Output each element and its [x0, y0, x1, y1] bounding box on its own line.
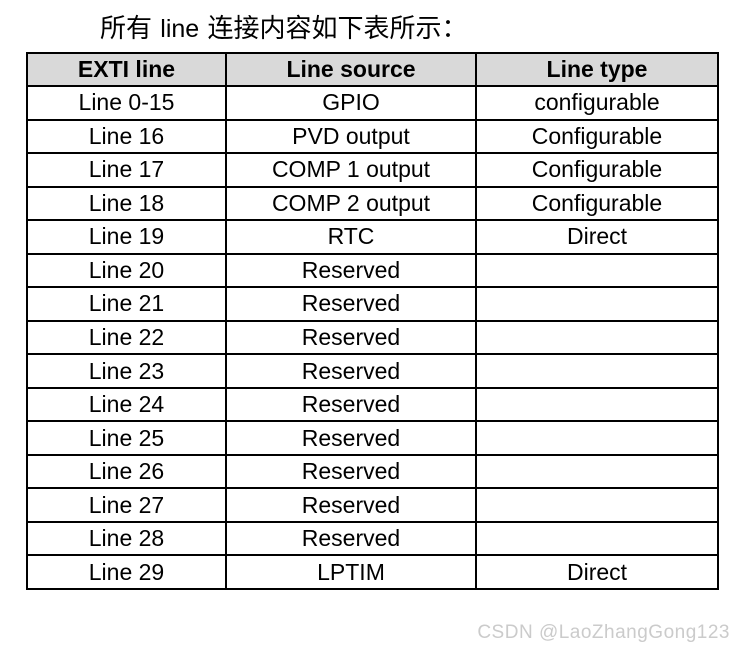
cell-line-type	[475, 453, 719, 490]
header-line-source: Line source	[225, 52, 477, 87]
cell-exti-line: Line 21	[26, 286, 227, 322]
cell-exti-line: Line 16	[26, 118, 227, 155]
cell-line-source: Reserved	[225, 319, 477, 356]
cell-line-type: configurable	[475, 85, 719, 121]
cell-line-source: Reserved	[225, 420, 477, 456]
cell-exti-line: Line 25	[26, 420, 227, 456]
cell-line-source: RTC	[225, 219, 477, 255]
cell-line-source: COMP 1 output	[225, 152, 477, 188]
cell-exti-line: Line 18	[26, 185, 227, 222]
cell-line-type: Direct	[475, 554, 719, 590]
header-line-type: Line type	[475, 52, 719, 87]
cell-line-source: Reserved	[225, 487, 477, 523]
cell-line-type	[475, 353, 719, 389]
cell-line-source: Reserved	[225, 286, 477, 322]
cell-line-type	[475, 520, 719, 557]
cell-exti-line: Line 26	[26, 453, 227, 490]
csdn-watermark: CSDN @LaoZhangGong123	[477, 622, 730, 643]
title-text-en: line	[160, 15, 200, 43]
page-title: 所有 line 连接内容如下表所示：	[100, 8, 467, 45]
cell-line-source: GPIO	[225, 85, 477, 121]
cell-exti-line: Line 29	[26, 554, 227, 590]
cell-exti-line: Line 17	[26, 152, 227, 188]
cell-exti-line: Line 24	[26, 386, 227, 423]
cell-line-source: Reserved	[225, 520, 477, 557]
cell-exti-line: Line 28	[26, 520, 227, 557]
cell-line-source: Reserved	[225, 353, 477, 389]
cell-line-type	[475, 420, 719, 456]
cell-line-type	[475, 286, 719, 322]
cell-exti-line: Line 0-15	[26, 85, 227, 121]
cell-line-source: Reserved	[225, 252, 477, 289]
title-text-cn-suffix: 连接内容如下表所示：	[199, 14, 468, 44]
cell-line-source: Reserved	[225, 386, 477, 423]
cell-exti-line: Line 20	[26, 252, 227, 289]
title-text-cn-prefix: 所有	[100, 14, 161, 44]
cell-line-type: Configurable	[475, 152, 719, 188]
cell-line-type	[475, 487, 719, 523]
cell-exti-line: Line 22	[26, 319, 227, 356]
cell-exti-line: Line 27	[26, 487, 227, 523]
cell-line-source: COMP 2 output	[225, 185, 477, 222]
cell-line-source: LPTIM	[225, 554, 477, 590]
cell-line-type: Configurable	[475, 118, 719, 155]
table-header-row: EXTI line Line source Line type	[26, 52, 719, 87]
cell-line-type	[475, 386, 719, 423]
cell-line-type	[475, 252, 719, 289]
header-exti-line: EXTI line	[26, 52, 227, 87]
cell-line-type: Direct	[475, 219, 719, 255]
cell-line-type	[475, 319, 719, 356]
cell-line-source: Reserved	[225, 453, 477, 490]
cell-line-type: Configurable	[475, 185, 719, 222]
cell-exti-line: Line 19	[26, 219, 227, 255]
exti-line-table: EXTI line Line source Line type Line 0-1…	[26, 52, 719, 590]
cell-exti-line: Line 23	[26, 353, 227, 389]
cell-line-source: PVD output	[225, 118, 477, 155]
